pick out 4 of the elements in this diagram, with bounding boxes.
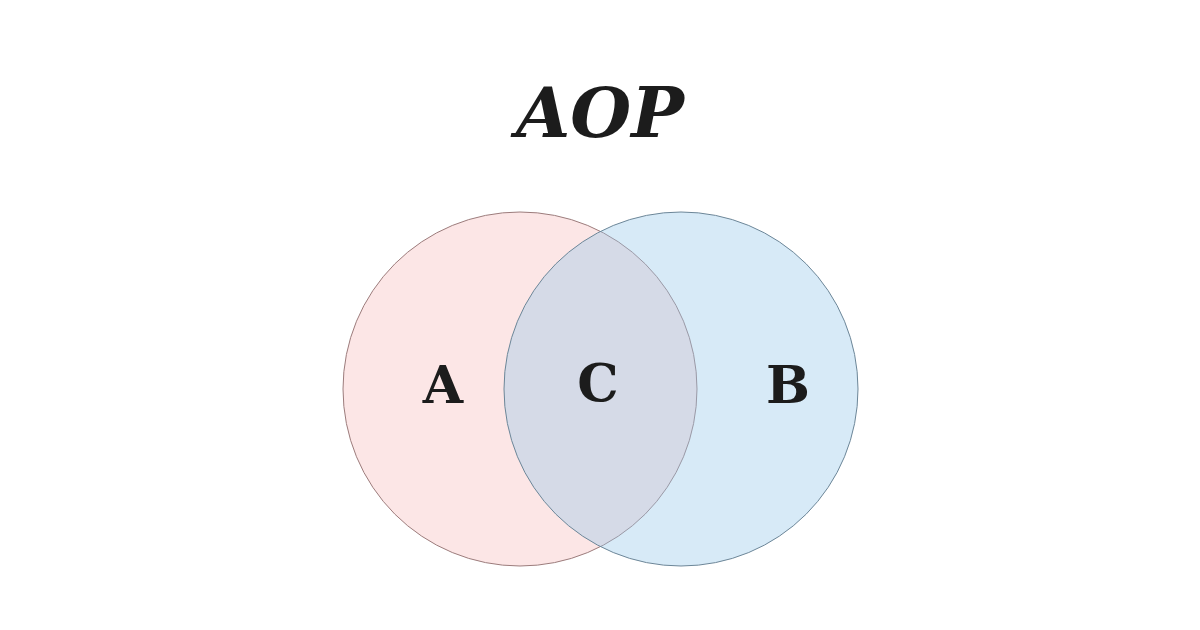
diagram-title: AOP [0,78,1200,148]
circle-label: B [766,359,810,411]
overlap-label: C [577,357,619,409]
circle-label: A [422,359,464,411]
